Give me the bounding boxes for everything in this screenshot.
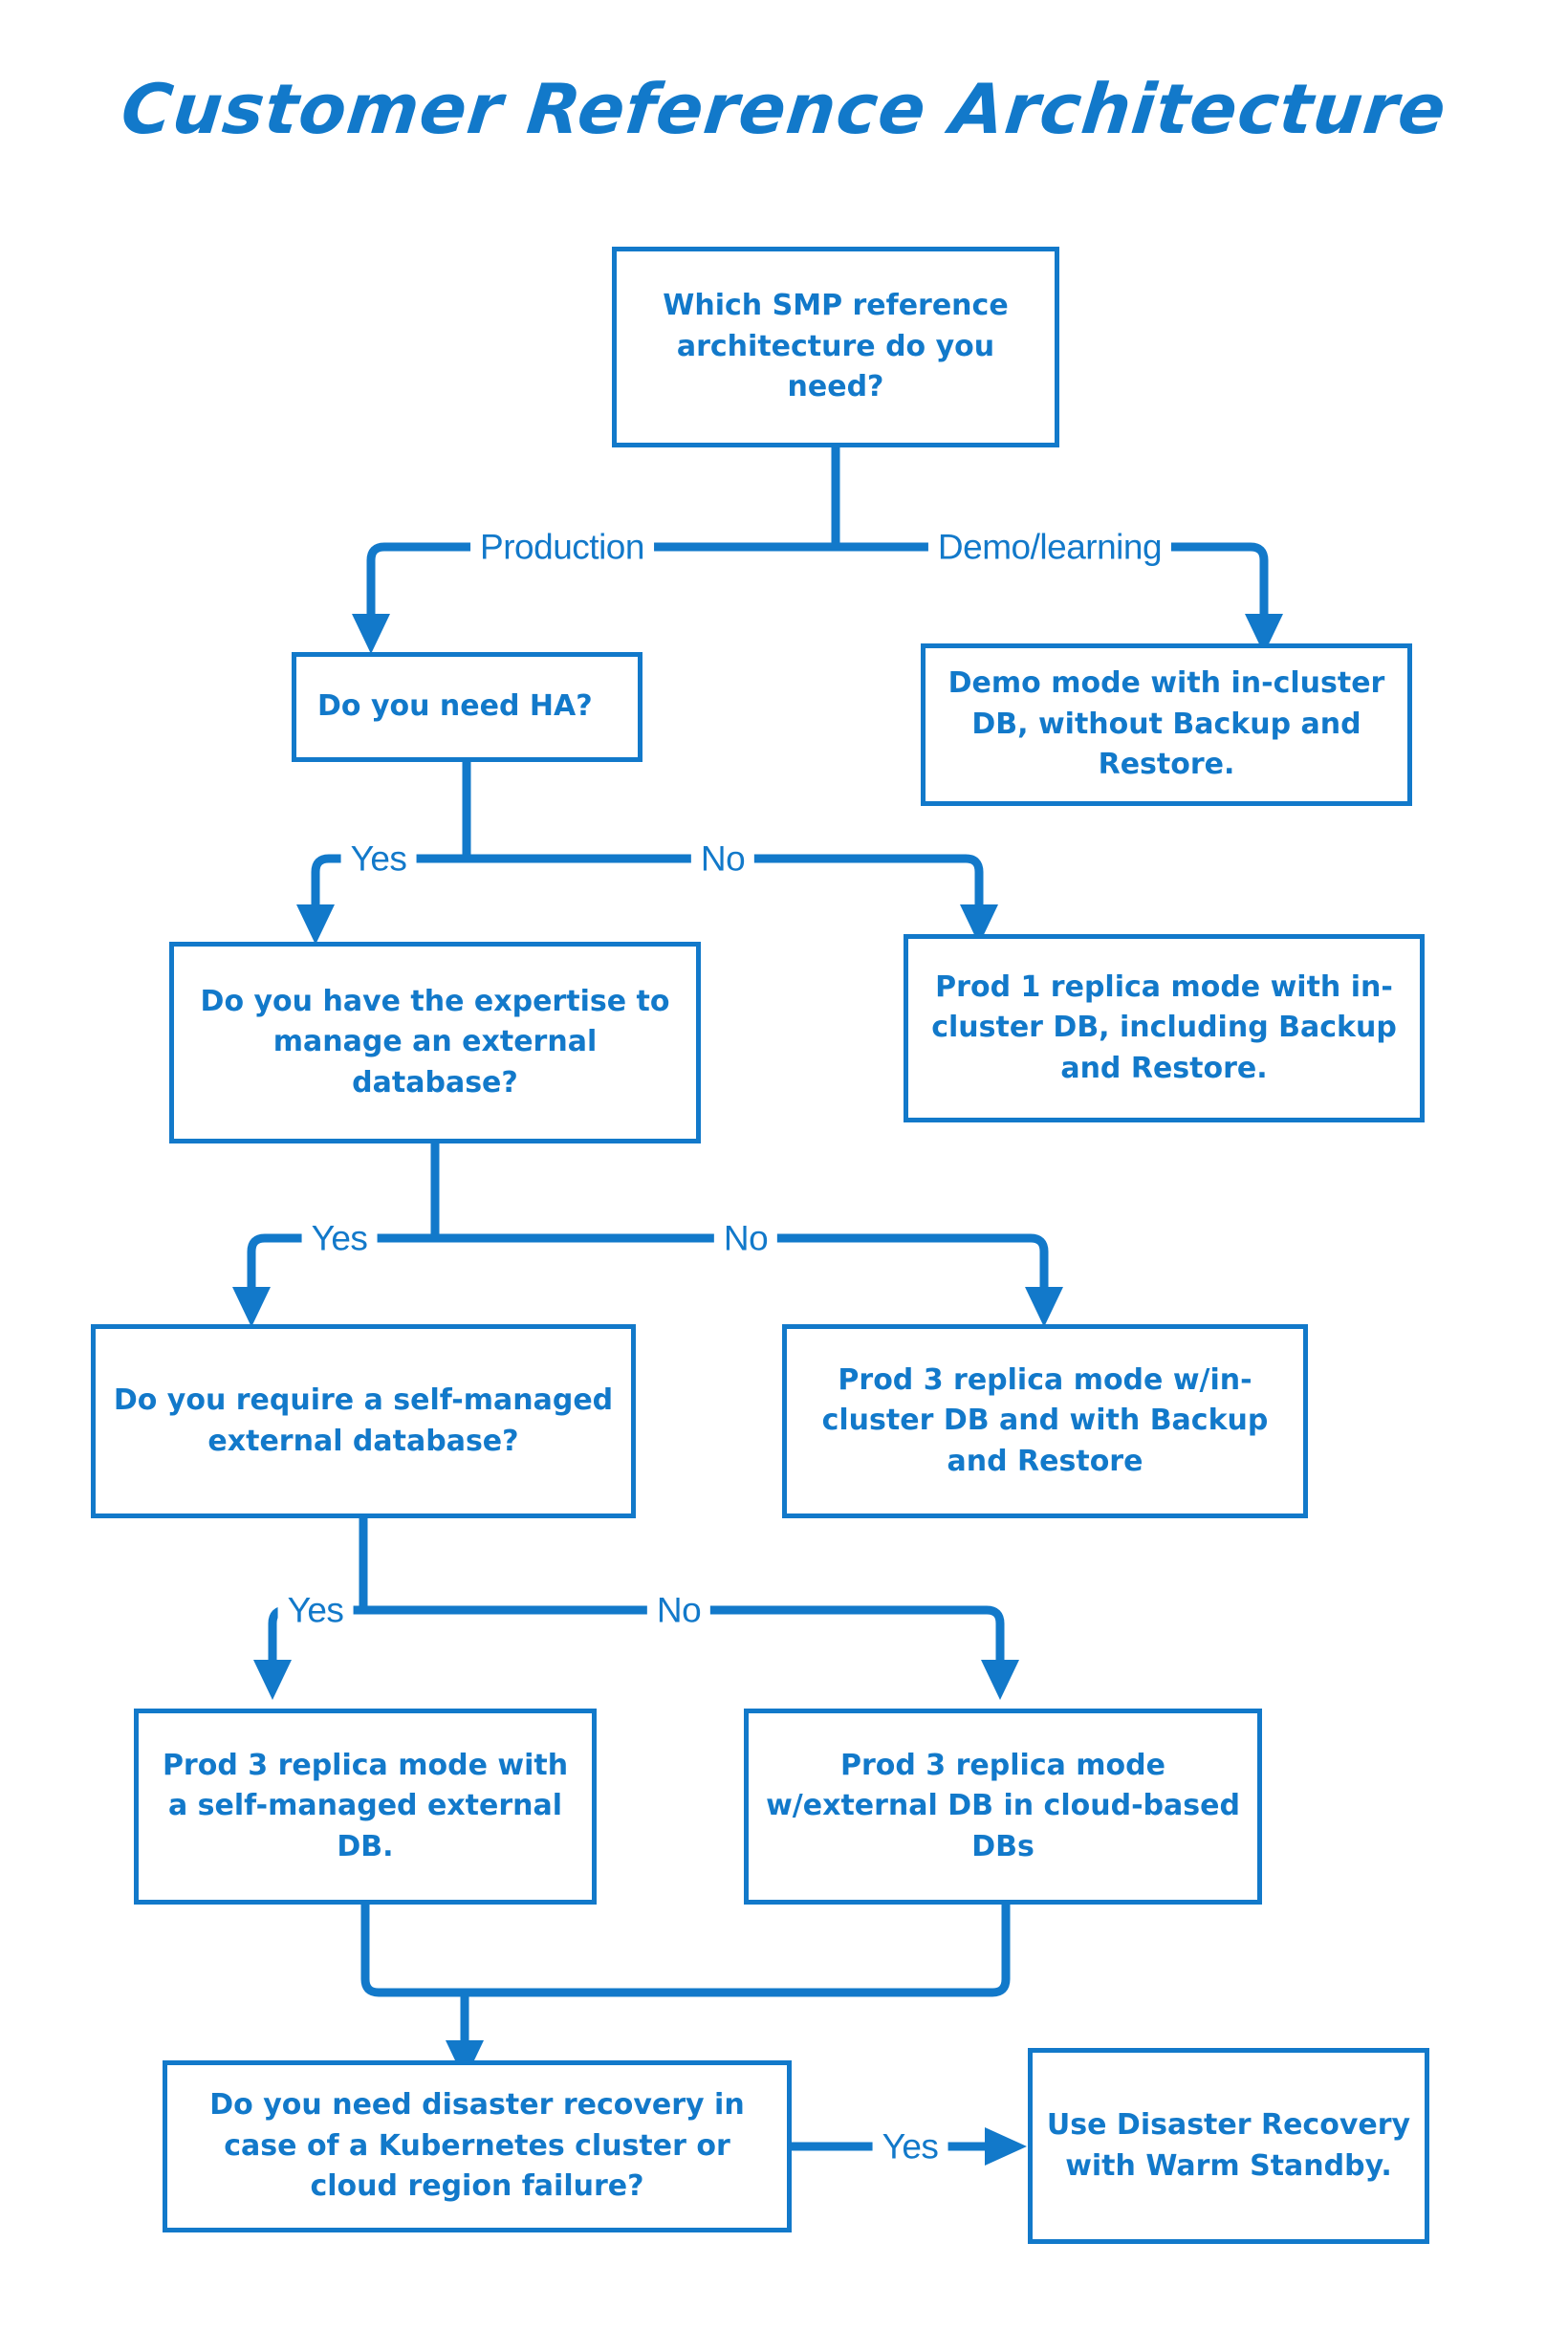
node-r-prod3-self[interactable]: Prod 3 replica mode with a self-managed … bbox=[134, 1709, 597, 1905]
edge-label-production: Production bbox=[470, 529, 654, 565]
node-q-expertise-text: Do you have the expertise to manage an e… bbox=[200, 984, 670, 1100]
node-r-prod3-cloud[interactable]: Prod 3 replica mode w/external DB in clo… bbox=[744, 1709, 1262, 1905]
edge-label-dr-yes: Yes bbox=[872, 2128, 948, 2165]
node-q-dr-text: Do you need disaster recovery in case of… bbox=[209, 2088, 745, 2204]
node-r-warm-text: Use Disaster Recovery with Warm Standby. bbox=[1046, 2107, 1411, 2183]
node-q-ha[interactable]: Do you need HA? bbox=[292, 652, 642, 762]
node-q-selfmgd-text: Do you require a self-managed external d… bbox=[113, 1383, 614, 1458]
node-r-prod3-inc-text: Prod 3 replica mode w/in-cluster DB and … bbox=[821, 1362, 1269, 1478]
node-r-warm[interactable]: Use Disaster Recovery with Warm Standby. bbox=[1028, 2048, 1429, 2244]
node-r-prod3-self-text: Prod 3 replica mode with a self-managed … bbox=[162, 1748, 569, 1863]
edge-label-ha-no: No bbox=[690, 840, 755, 877]
node-q-expertise[interactable]: Do you have the expertise to manage an e… bbox=[169, 942, 701, 1143]
edge-label-expertise-yes: Yes bbox=[301, 1220, 378, 1256]
node-r-demo-text: Demo mode with in-cluster DB, without Ba… bbox=[947, 666, 1385, 782]
node-r-demo[interactable]: Demo mode with in-cluster DB, without Ba… bbox=[921, 643, 1412, 806]
node-r-prod1-text: Prod 1 replica mode with in-cluster DB, … bbox=[931, 969, 1397, 1085]
node-q-ha-text: Do you need HA? bbox=[317, 689, 593, 724]
node-q-root[interactable]: Which SMP reference architecture do you … bbox=[612, 247, 1059, 447]
node-r-prod3-inc[interactable]: Prod 3 replica mode w/in-cluster DB and … bbox=[782, 1324, 1308, 1518]
edge-label-selfmgd-yes: Yes bbox=[277, 1592, 354, 1628]
node-q-root-text: Which SMP reference architecture do you … bbox=[663, 289, 1009, 404]
edge-label-selfmgd-no: No bbox=[646, 1592, 711, 1628]
node-r-prod1[interactable]: Prod 1 replica mode with in-cluster DB, … bbox=[904, 934, 1425, 1122]
node-q-dr[interactable]: Do you need disaster recovery in case of… bbox=[163, 2060, 792, 2232]
edge-label-ha-yes: Yes bbox=[340, 840, 417, 877]
edge-label-demo-learning: Demo/learning bbox=[927, 529, 1172, 565]
node-q-selfmgd[interactable]: Do you require a self-managed external d… bbox=[91, 1324, 636, 1518]
edge-label-expertise-no: No bbox=[713, 1220, 778, 1256]
node-r-prod3-cloud-text: Prod 3 replica mode w/external DB in clo… bbox=[766, 1748, 1240, 1863]
